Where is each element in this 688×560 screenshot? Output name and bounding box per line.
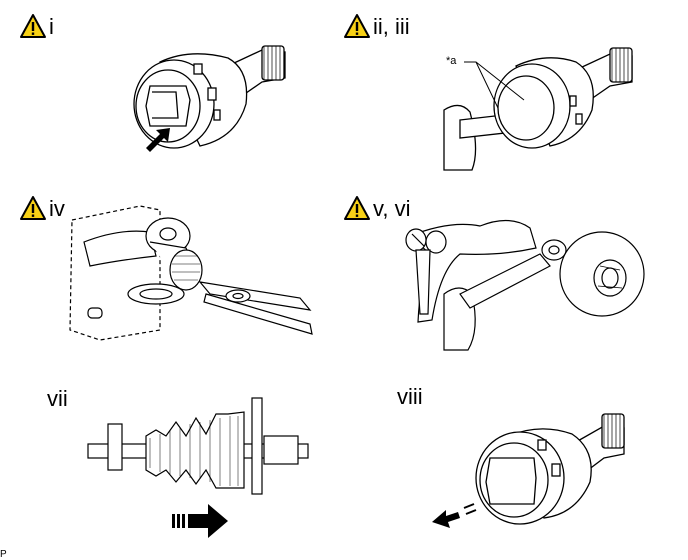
step-iv: iv (0, 190, 340, 370)
step-label: vii (47, 386, 68, 411)
warning-icon (344, 14, 370, 38)
step-vii: vii (0, 378, 340, 548)
arrow-icon (172, 504, 228, 538)
snap-ring-removal-illustration (69, 205, 313, 341)
boot-removal-illustration (87, 397, 309, 538)
step-label: v, vi (373, 196, 411, 221)
arrow-icon (432, 503, 477, 528)
outboard-joint-illustration (133, 45, 286, 152)
pliers-icon (198, 281, 313, 335)
callout-a: *a (446, 55, 457, 67)
step-i: i (0, 0, 340, 180)
step-label: iv (49, 196, 65, 221)
step-ii-iii: ii, iii *a (340, 0, 688, 180)
step-viii: viii (340, 378, 688, 548)
hammer-icon (411, 233, 425, 247)
joint-on-shaft-illustration (443, 47, 633, 171)
step-v-vi: v, vi *a (340, 190, 688, 370)
outboard-joint-removal-illustration (432, 413, 625, 528)
footer-mark: P (0, 549, 7, 560)
hammer-and-punch-illustration (405, 219, 645, 351)
step-label: ii, iii (373, 14, 410, 39)
warning-icon (344, 196, 370, 220)
arrow-icon (146, 128, 170, 152)
step-label: viii (397, 384, 423, 409)
warning-icon (20, 196, 46, 220)
step-label: i (49, 14, 54, 39)
warning-icon (20, 14, 46, 38)
